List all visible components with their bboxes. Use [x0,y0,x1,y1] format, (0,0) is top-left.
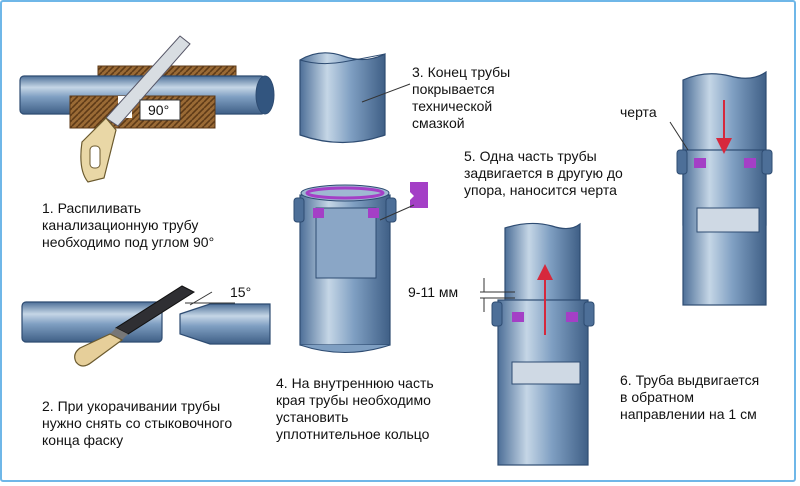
mark-leader [669,121,689,151]
socket-pipe-bottom [299,344,391,353]
step2-caption: 2. При укорачивании трубы нужно снять со… [42,398,233,448]
gap-label: 9-11 мм [408,284,459,300]
step1-illustration [19,35,275,183]
seal-left-step6 [694,158,706,168]
seal-right [368,208,379,218]
inserted-end-step5 [511,361,581,385]
step1-caption: 1. Распиливать канализационную трубу нео… [42,200,215,250]
lip-left-step6 [676,149,688,175]
step5-caption: 5. Одна часть трубы задвигается в другую… [464,148,623,198]
lip-right-step6 [761,149,773,175]
step2-illustration [21,285,271,367]
step3-caption: 3. Конец трубы покрывается технической с… [412,64,511,131]
socket-lip-left [293,197,305,223]
step6-illustration [669,70,773,306]
file-ferrule [110,328,128,340]
seal-right-step6 [744,158,756,168]
step4-illustration [293,182,428,353]
socket-inner [315,207,377,279]
seal-ring [305,186,385,200]
lip-left-step5 [491,301,503,327]
angle-90-box [139,99,181,121]
step6-caption: 6. Труба выдвигается в обратном направле… [620,372,760,422]
seal-profile [410,182,428,208]
socket-lip-right [385,197,397,223]
pipe-right-chamfered [179,303,271,345]
saw-blade [105,35,191,127]
seal-left [313,208,324,218]
angle-90-label: 90° [148,102,170,118]
seal-left-step5 [512,312,524,322]
step4-caption: 4. На внутреннюю часть края трубы необхо… [276,375,434,442]
lip-right-step5 [583,301,595,327]
file-handle [74,333,124,367]
saw-handle-grip [89,145,101,169]
step3-leader [361,83,411,103]
seal-right-step5 [566,312,578,322]
inserted-end-step6 [696,207,760,233]
mark-label: черта [620,104,657,120]
seal-leader [379,204,415,221]
step3-illustration [299,52,411,144]
step5-illustration [480,222,595,466]
pipe-cut-edge [299,53,386,65]
gap-dimension [480,278,490,312]
lubricated-pipe [299,52,386,144]
pipe-end [255,75,275,115]
angle-15-line [189,291,213,306]
angle-15-label: 15° [230,284,252,300]
